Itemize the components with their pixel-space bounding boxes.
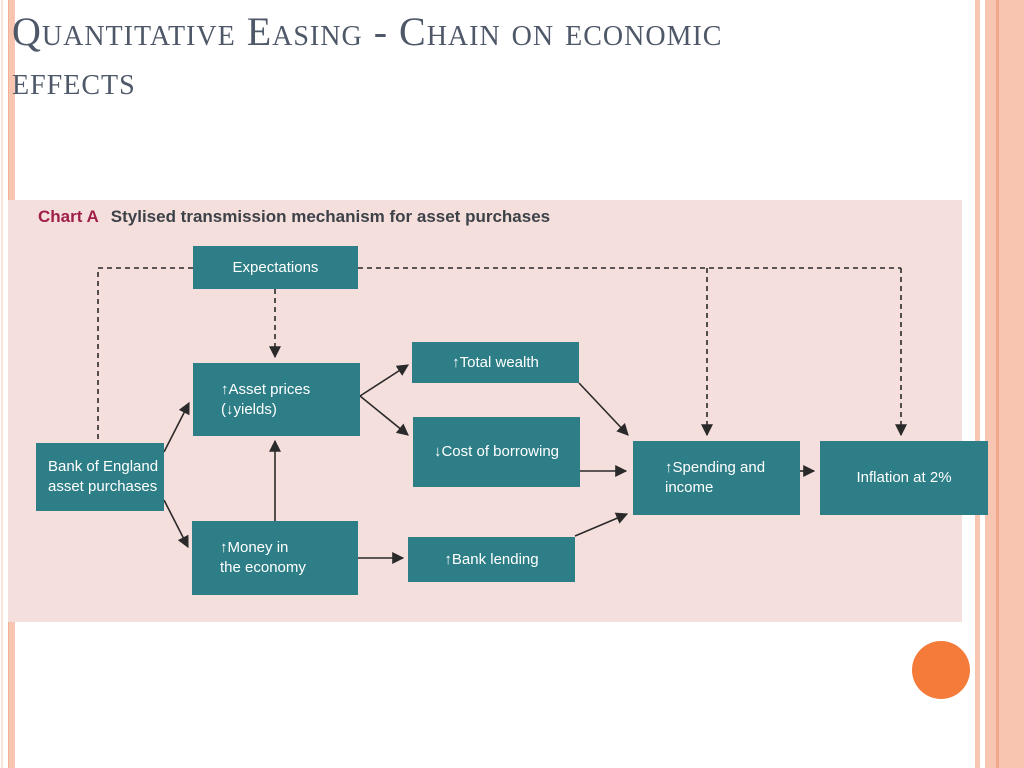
- node-total-wealth-label: ↑Total wealth: [452, 353, 539, 371]
- node-asset-prices-line2: (↓yields): [221, 400, 277, 418]
- node-spending-income: ↑Spending and income: [633, 441, 800, 515]
- arrow-totalwealth-spending: [578, 382, 629, 436]
- node-money-in-economy: ↑Money in the economy: [192, 521, 358, 595]
- node-inflation-label: Inflation at 2%: [856, 469, 952, 486]
- arrow-boe-money: [163, 499, 189, 549]
- chart-subtitle: Stylised transmission mechanism for asse…: [110, 207, 551, 226]
- right-border-stripe: [985, 0, 1024, 768]
- node-boe-line1: Bank of England: [48, 458, 159, 475]
- flow-arrows: [97, 267, 907, 564]
- dashed-link-expectations-boe: [97, 267, 193, 442]
- chart-label: Chart A: [38, 207, 99, 226]
- arrow-assetprices-totalwealth: [359, 364, 410, 397]
- node-asset-prices-line1: ↑Asset prices: [221, 380, 311, 398]
- node-money-line2: the economy: [220, 559, 306, 576]
- node-spending-line2: income: [665, 479, 714, 496]
- right-border-stripe-accent: [996, 0, 999, 768]
- right-border-stripe-thin: [975, 0, 980, 768]
- node-bank-lending-label: ↑Bank lending: [444, 550, 539, 568]
- chart-panel: Chart A Stylised transmission mechanism …: [8, 200, 988, 622]
- slide-title-line2: effects: [12, 57, 136, 103]
- node-boe-line2: asset purchases: [48, 478, 158, 495]
- node-inflation-target: Inflation at 2%: [820, 441, 988, 515]
- arrow-banklending-spending: [574, 512, 629, 537]
- node-total-wealth: ↑Total wealth: [412, 342, 579, 383]
- slide-title-line1: Quantitative Easing - Chain on economic: [12, 9, 723, 54]
- accent-circle: [912, 641, 970, 699]
- arrow-assetprices-costborrowing: [359, 395, 409, 436]
- node-expectations-label: Expectations: [232, 258, 319, 276]
- chart-header: Chart A Stylised transmission mechanism …: [38, 207, 550, 227]
- node-cost-of-borrowing-label: ↓Cost of borrowing: [433, 443, 560, 460]
- node-cost-of-borrowing: ↓Cost of borrowing: [413, 417, 580, 487]
- arrow-boe-assetprices: [163, 401, 190, 453]
- node-money-line1: ↑Money in: [220, 539, 289, 556]
- slide-title: Quantitative Easing - Chain on economic …: [12, 8, 952, 106]
- node-bank-lending: ↑Bank lending: [408, 537, 575, 582]
- node-boe-asset-purchases: Bank of England asset purchases: [36, 443, 164, 511]
- node-spending-line1: ↑Spending and: [665, 459, 766, 476]
- node-expectations: Expectations: [193, 246, 358, 289]
- left-border-stripe-thin: [1, 0, 3, 768]
- node-asset-prices: ↑Asset prices (↓yields): [193, 363, 360, 436]
